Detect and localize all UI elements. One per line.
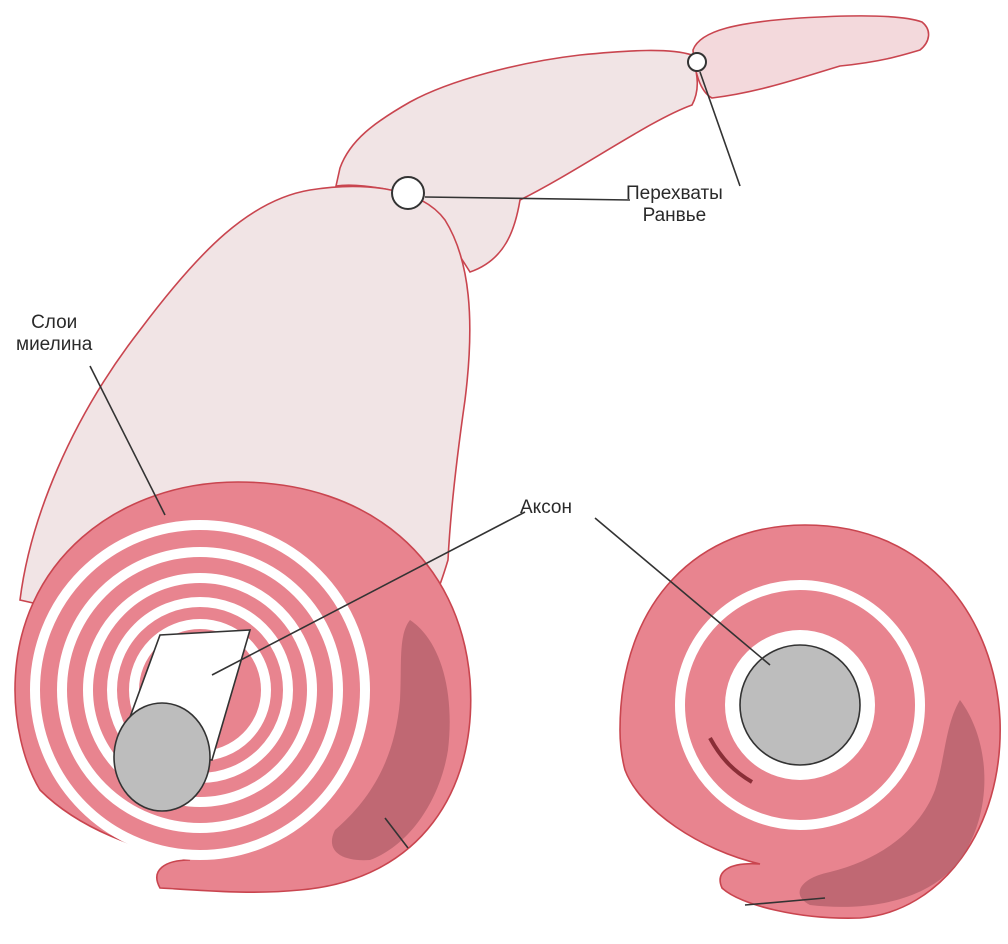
label-axon: Аксон — [520, 497, 572, 519]
label-myelin-line1: Слои — [16, 312, 92, 334]
spiral-cross-section-small — [620, 525, 1000, 918]
internode-segment-distal — [693, 16, 929, 98]
spiral-cross-section-large — [15, 482, 471, 892]
label-ranvier-line1: Перехваты — [626, 183, 723, 205]
label-ranvier-line2: Ранвье — [626, 205, 723, 227]
axon-core-small — [740, 645, 860, 765]
label-ranvier-nodes: Перехваты Ранвье — [626, 183, 723, 227]
label-myelin-line2: миелина — [16, 334, 92, 356]
label-myelin-layers: Слои миелина — [16, 312, 92, 356]
ranvier-node-upper — [688, 53, 706, 71]
ranvier-node-lower — [392, 177, 424, 209]
axon-core-large — [114, 703, 210, 811]
